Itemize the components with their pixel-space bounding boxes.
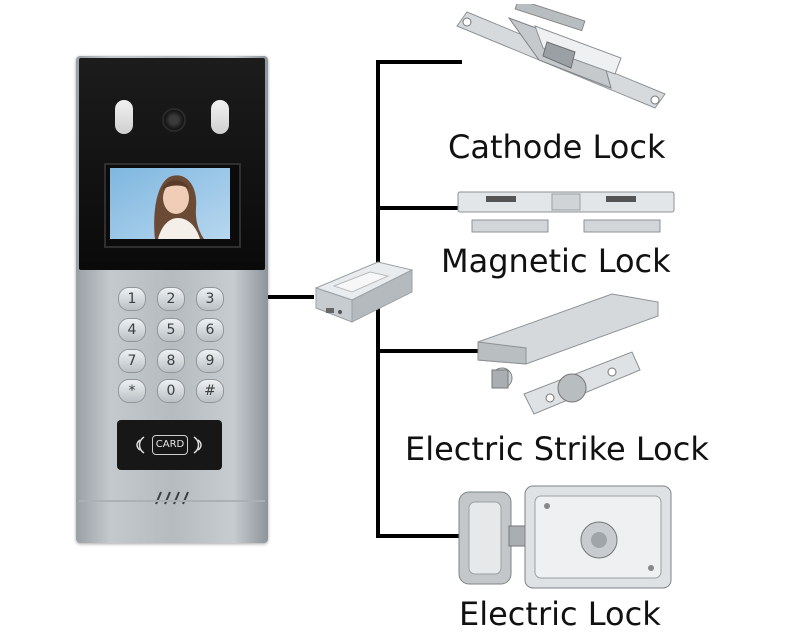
key-0[interactable]: 0 [157,379,185,403]
cathode-lock-icon [455,0,675,118]
display-photo [110,168,230,239]
key-hash[interactable]: # [196,379,224,403]
key-9[interactable]: 9 [196,349,224,373]
speaker-grille-icon [150,490,190,505]
card-label: CARD [152,435,188,455]
camera-icon [162,108,186,132]
key-4[interactable]: 4 [118,318,146,342]
key-2[interactable]: 2 [157,287,185,311]
wire-branch-magnetic [376,206,462,210]
key-7[interactable]: 7 [118,349,146,373]
key-6[interactable]: 6 [196,318,224,342]
electric-strike-lock-icon [462,286,662,430]
lock-controller-box-icon [312,252,416,324]
electric-lock-icon [455,482,675,596]
magnetic-lock-icon [456,190,676,244]
rfid-left-icon [130,434,148,460]
wire-branch-strike [376,349,478,353]
wire-branch-cathode [376,60,462,64]
wire-panel-to-controller [268,295,314,299]
electric-strike-lock-label: Electric Strike Lock [405,430,709,468]
panel-divider [79,500,265,502]
key-5[interactable]: 5 [157,318,185,342]
key-3[interactable]: 3 [196,287,224,311]
right-light-icon [211,100,229,134]
key-1[interactable]: 1 [118,287,146,311]
magnetic-lock-label: Magnetic Lock [441,242,671,280]
key-star[interactable]: * [118,379,146,403]
rfid-right-icon [190,434,208,460]
key-8[interactable]: 8 [157,349,185,373]
left-light-icon [115,100,133,134]
cathode-lock-label: Cathode Lock [448,128,666,166]
wire-branch-electric [376,534,464,538]
card-reader[interactable] [117,420,222,470]
electric-lock-label: Electric Lock [459,595,661,633]
